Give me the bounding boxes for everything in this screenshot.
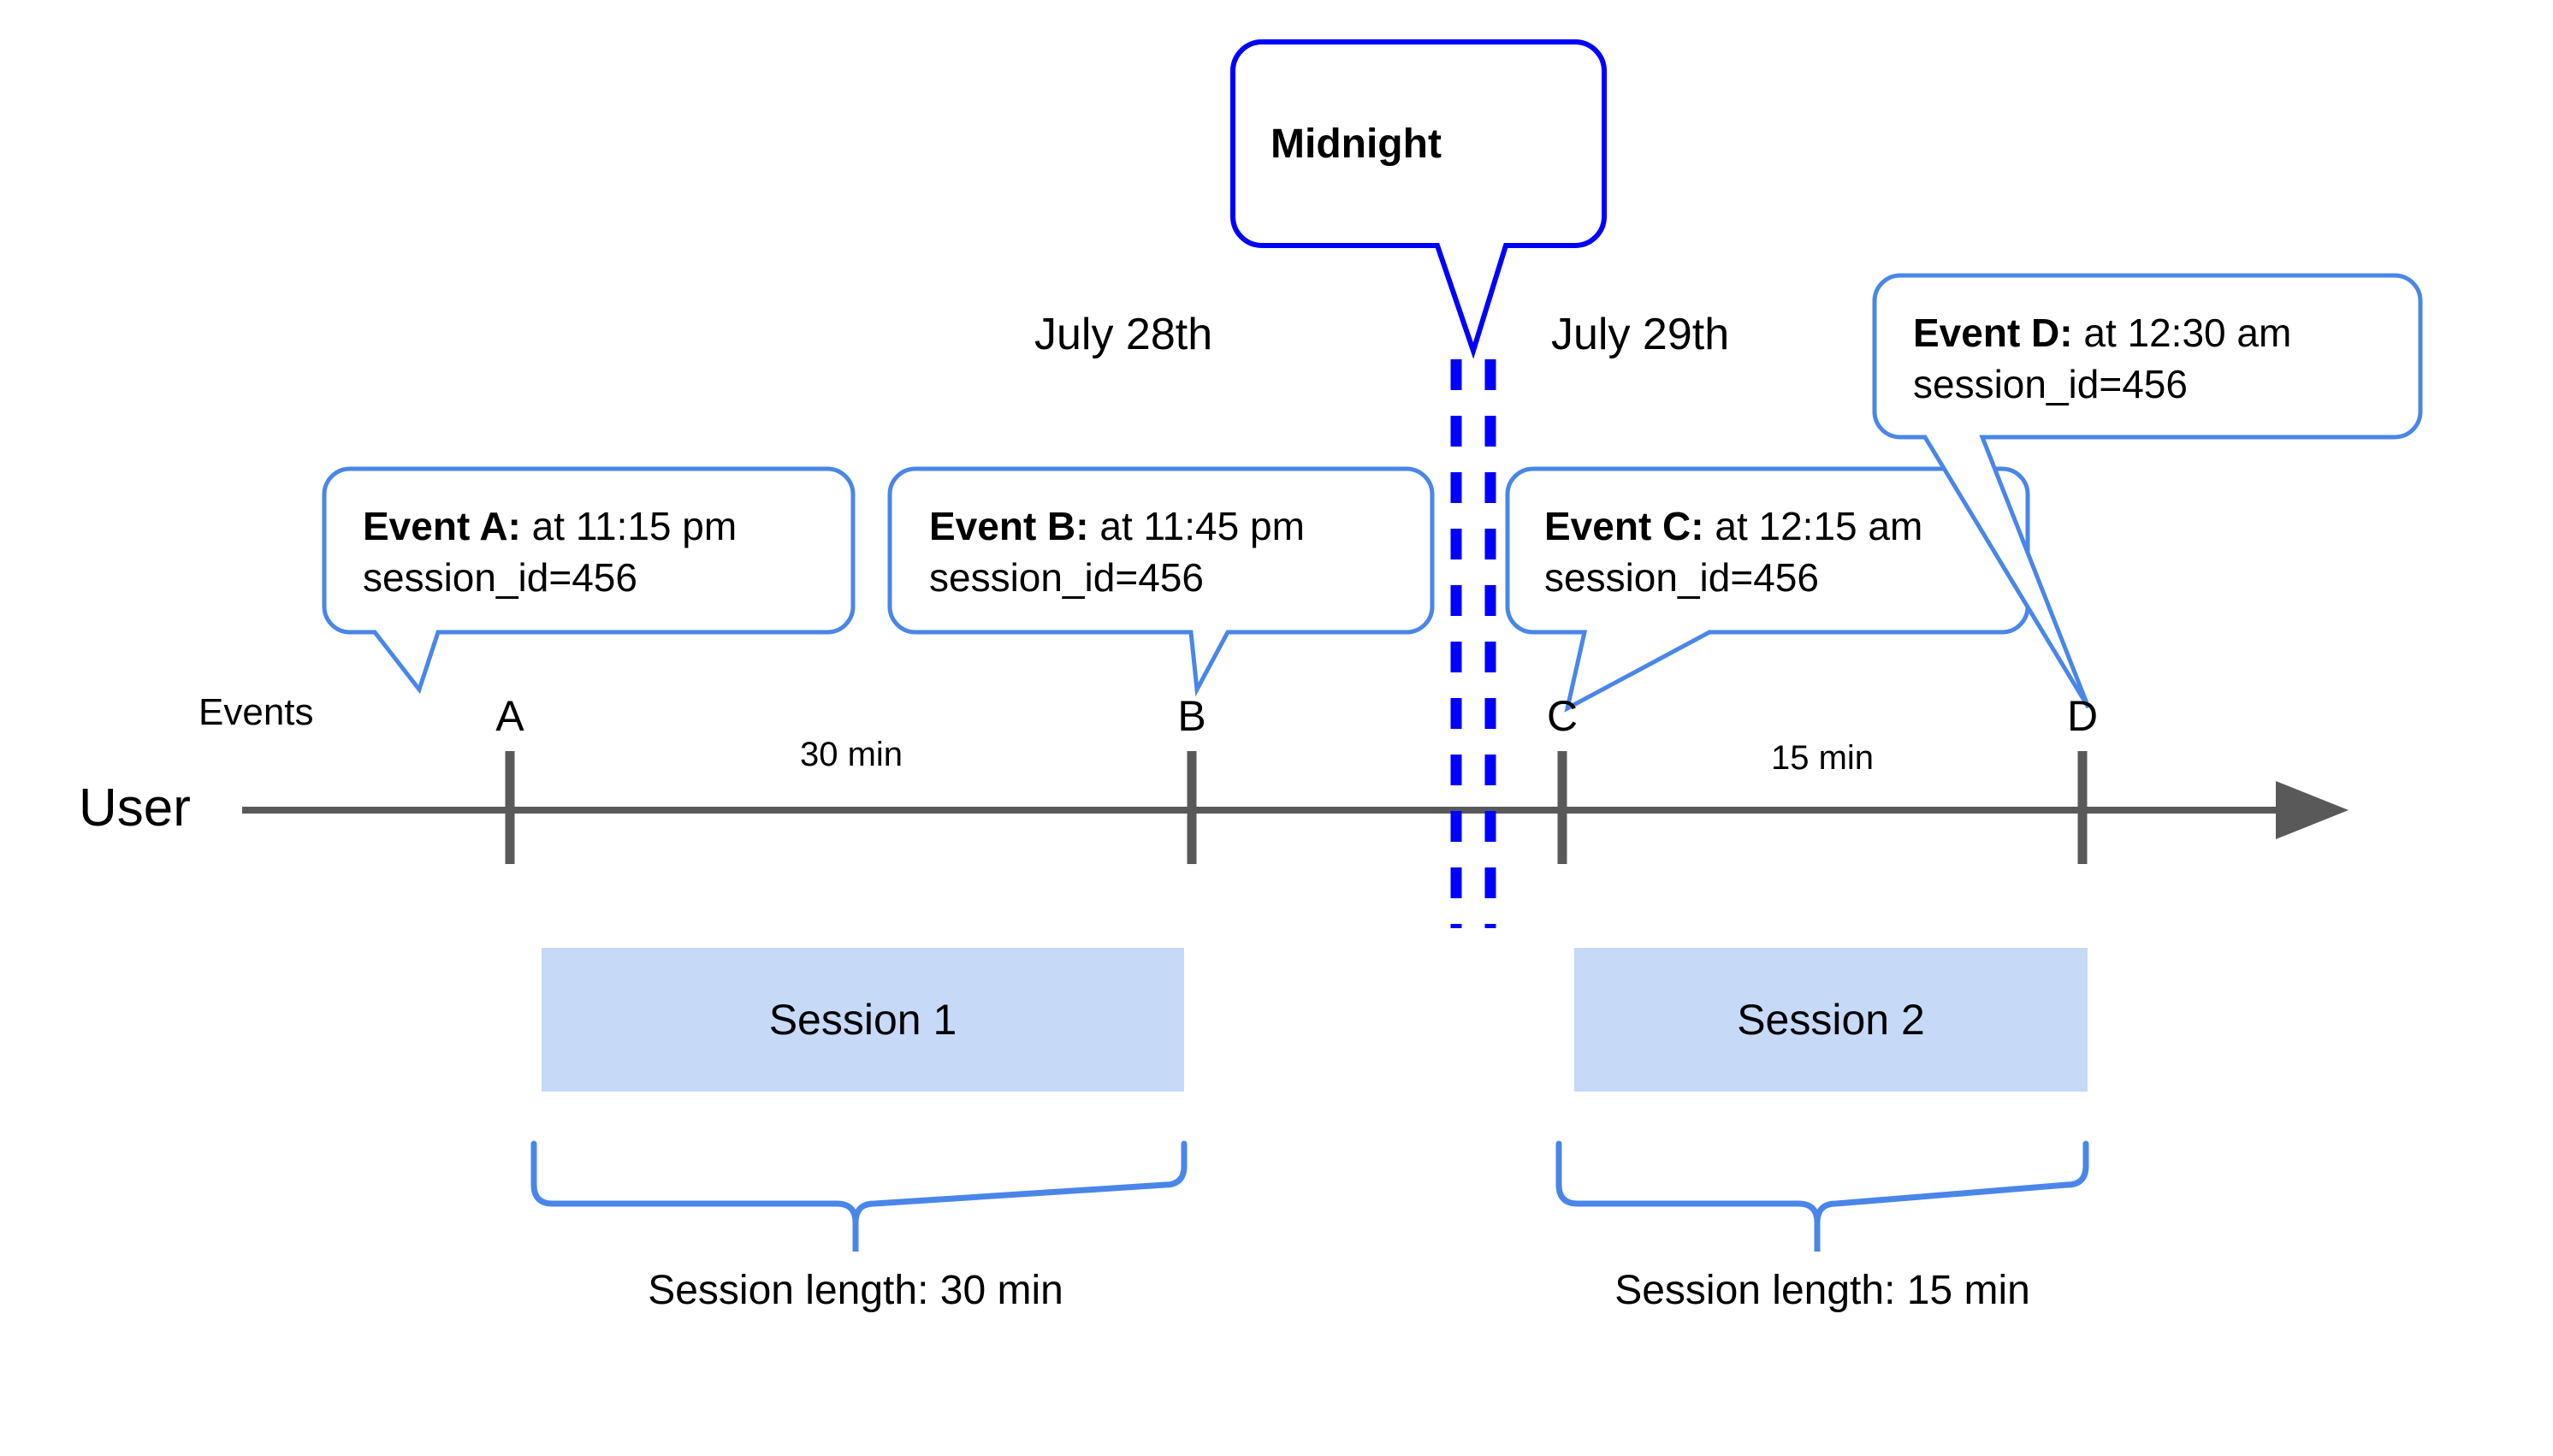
timeline-ticks (505, 751, 2088, 864)
event-tick-label-d: D (2066, 692, 2099, 740)
event-b-session-id: session_id=456 (929, 554, 1204, 600)
event-b-name: Event B: (929, 504, 1089, 548)
event-a-name: Event A: (363, 504, 521, 548)
session-2-brace (1555, 1140, 2089, 1252)
event-d-name: Event D: (1913, 311, 2073, 355)
event-a-callout-shape (322, 466, 856, 695)
gap-label-15-min: 15 min (1770, 739, 1875, 777)
event-tick-label-c: C (1546, 692, 1579, 740)
timeline-axis (242, 781, 2349, 839)
session-2-box-shape (1574, 948, 2088, 1092)
event-d-session-id: session_id=456 (1913, 361, 2188, 406)
session-1-label: Session 1 (768, 996, 957, 1044)
event-c-detail: at 12:15 am (1703, 504, 1923, 548)
event-a-detail: at 11:15 pm (520, 504, 737, 548)
session-1-box-shape (542, 948, 1184, 1092)
midnight-label: Midnight (1271, 121, 1442, 167)
event-b-callout-text: Event B: at 11:45 pm session_id=456 (929, 501, 1305, 604)
event-c-name: Event C: (1544, 504, 1704, 548)
gap-label-30-min: 30 min (799, 736, 903, 773)
midnight-callout-shape (1230, 39, 1607, 359)
events-row-label: Events (198, 691, 314, 733)
event-c-callout-text: Event C: at 12:15 am session_id=456 (1544, 501, 1922, 604)
event-d-callout-text: Event D: at 12:30 am session_id=456 (1913, 308, 2291, 411)
event-d-detail: at 12:30 am (2072, 311, 2292, 355)
user-row-label: User (79, 778, 191, 837)
event-a-session-id: session_id=456 (363, 554, 637, 600)
day-label-july-29: July 29th (1551, 310, 1730, 359)
event-tick-label-b: B (1177, 692, 1206, 740)
session-2-length-label: Session length: 15 min (1614, 1268, 2030, 1313)
event-b-detail: at 11:45 pm (1088, 504, 1305, 548)
session-1-brace (530, 1140, 1188, 1252)
midnight-boundary-lines (1450, 359, 1496, 928)
event-c-session-id: session_id=456 (1544, 554, 1819, 600)
session-1-length-label: Session length: 30 min (648, 1268, 1063, 1313)
session-2-label: Session 2 (1737, 996, 1925, 1044)
event-a-callout-text: Event A: at 11:15 pm session_id=456 (363, 501, 737, 604)
event-tick-label-a: A (495, 692, 524, 740)
event-d-callout-shape (1872, 273, 2423, 709)
day-label-july-28: July 28th (1034, 310, 1213, 359)
event-b-callout-shape (887, 466, 1435, 697)
